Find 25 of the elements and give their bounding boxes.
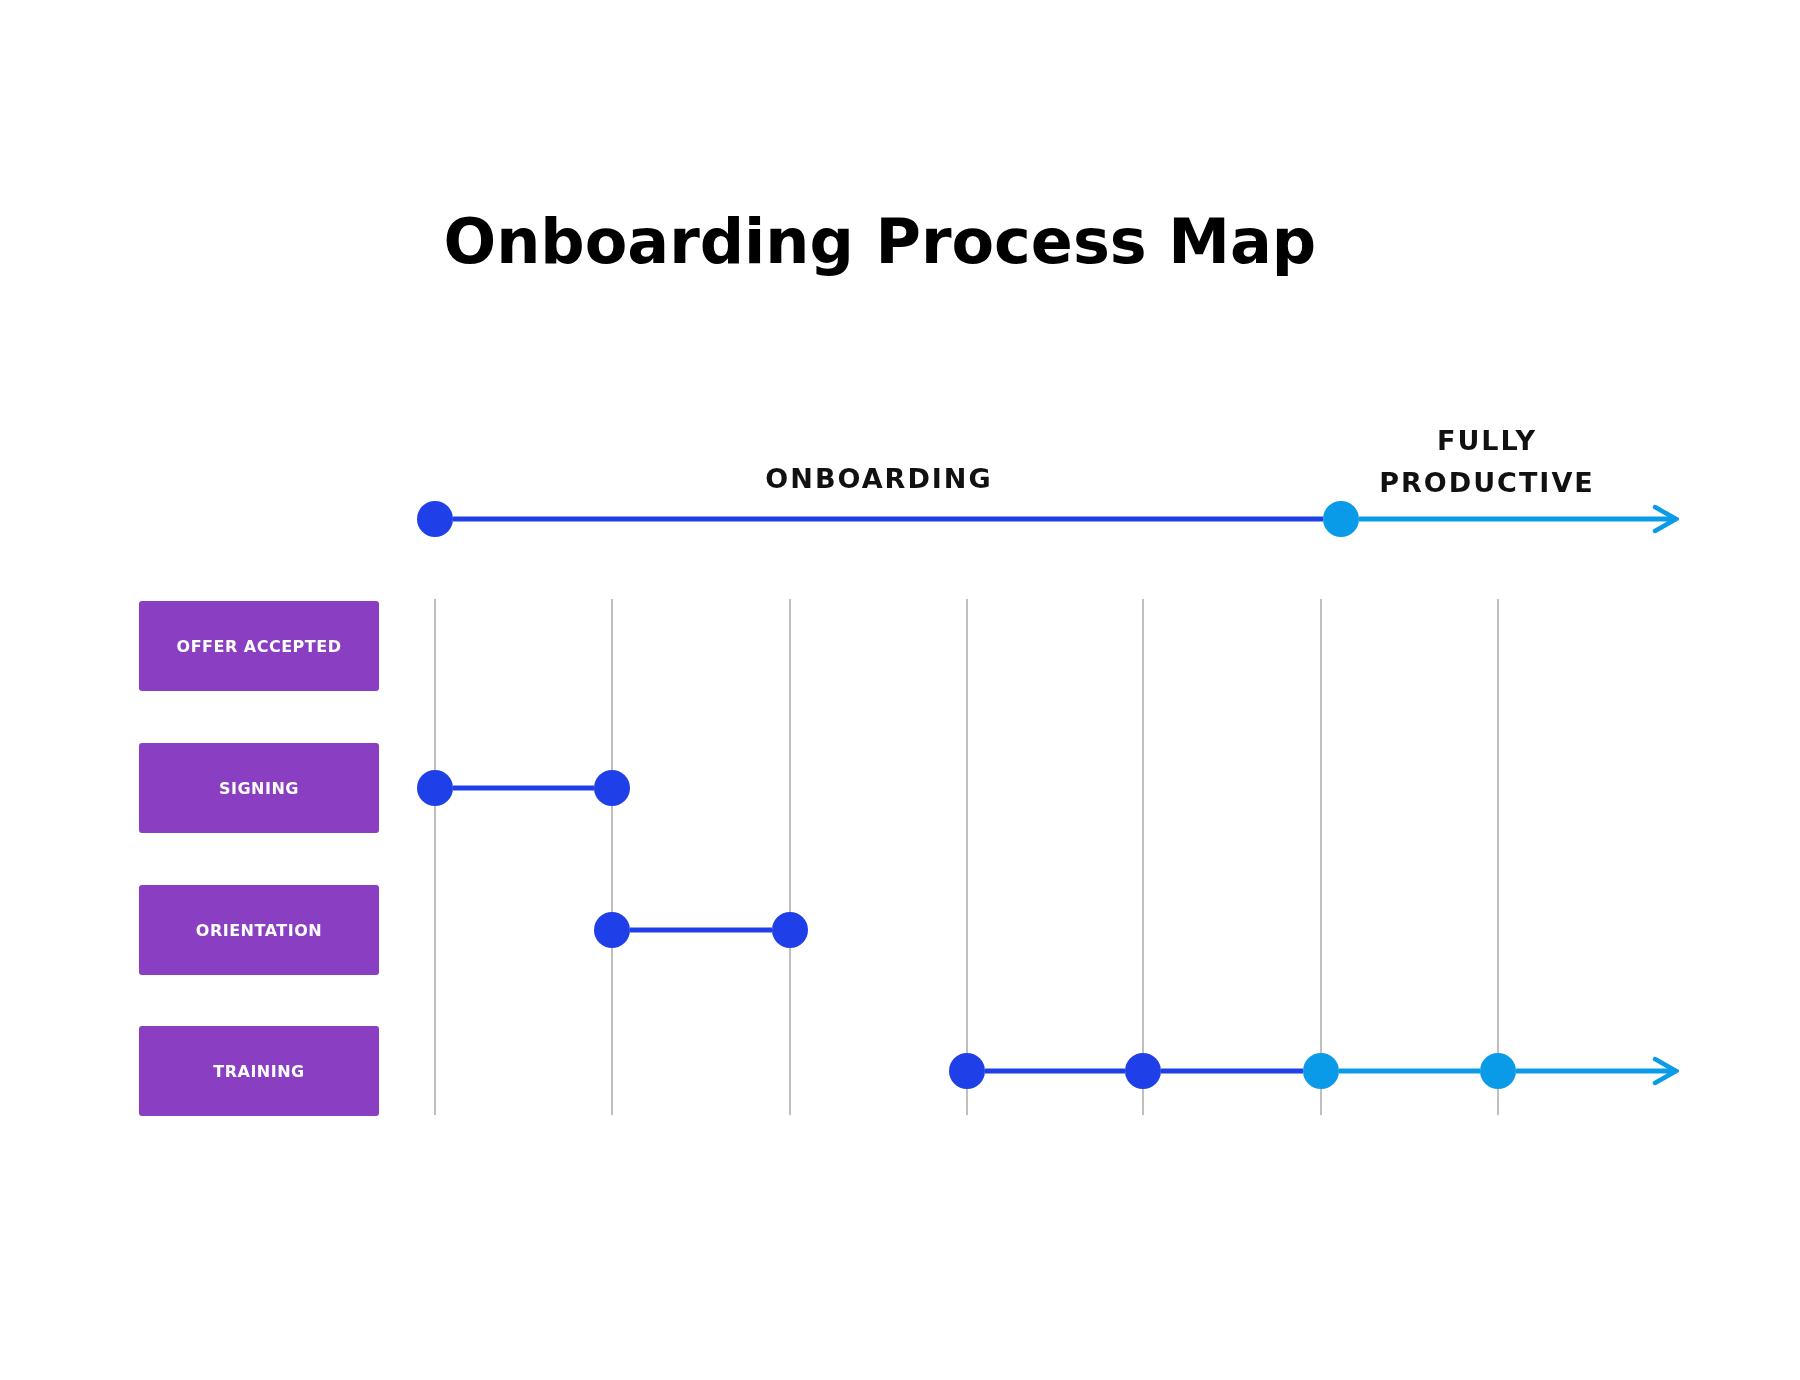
timeline-dot (594, 912, 630, 948)
stage-box: TRAINING (139, 1026, 379, 1116)
stage-box: ORIENTATION (139, 885, 379, 975)
phase-label: FULLY PRODUCTIVE (1378, 424, 1596, 500)
timeline-dot (1323, 501, 1359, 537)
timeline-dot (1480, 1053, 1516, 1089)
connector-line (985, 1068, 1125, 1074)
arrow (1359, 504, 1679, 534)
connector-line (1161, 1068, 1303, 1074)
timeline-dot (417, 501, 453, 537)
connector-line (1339, 1068, 1480, 1074)
timeline-dot (594, 770, 630, 806)
timeline-dot (772, 912, 808, 948)
connector-line (453, 516, 1323, 522)
phase-label: ONBOARDING (764, 462, 994, 496)
timeline-dot (949, 1053, 985, 1089)
connector-line (453, 785, 594, 791)
timeline-dot (1125, 1053, 1161, 1089)
timeline-dot (417, 770, 453, 806)
stage-box: OFFER ACCEPTED (139, 601, 379, 691)
title: Onboarding Process Map (443, 205, 1317, 278)
connector-line (630, 927, 772, 933)
timeline-dot (1303, 1053, 1339, 1089)
arrow (1516, 1056, 1679, 1086)
stage-box: SIGNING (139, 743, 379, 833)
